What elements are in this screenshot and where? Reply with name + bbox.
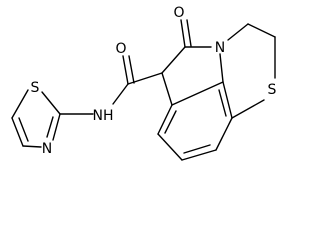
atom-label-thiazole-sulfur: S	[31, 80, 40, 96]
atom-label-lactam-oxygen: O	[173, 5, 184, 21]
bond-thz-c4-n	[22, 145, 42, 148]
bond-c7a-c9a	[171, 81, 224, 106]
bond-lactam-co-1	[180, 19, 186, 48]
bond-c7-c7a	[157, 104, 173, 135]
bond-c5-c6-inner	[183, 144, 211, 154]
bond-c9a-c4a-inner	[218, 89, 227, 117]
bond-c1-c7a	[161, 72, 173, 106]
bond-n-c9a	[219, 53, 224, 83]
atom-label-thioether-sulfur: S	[268, 82, 277, 98]
bond-n-c3	[227, 23, 249, 41]
bond-c4a-c5	[215, 117, 233, 151]
bond-thz-s-c5	[11, 89, 29, 119]
bond-c2-c1	[161, 46, 186, 74]
bond-lactam-co-2	[186, 19, 192, 47]
bonds	[11, 19, 276, 161]
bond-camide-n	[112, 83, 129, 105]
bond-thz-n-c2-inner	[46, 116, 54, 138]
atom-label-ring-nitrogen: N	[215, 40, 225, 56]
bond-thz-c2-s	[41, 91, 61, 115]
bond-c5-c6	[181, 149, 217, 161]
atom-label-thiazole-nitrogen: N	[42, 141, 52, 157]
bond-s-c4a	[231, 99, 265, 119]
atom-label-amide-nh: NH	[93, 108, 114, 124]
chemical-structure-diagram: O N S O NH S N	[11, 5, 277, 161]
bond-c9a-c4a	[222, 81, 233, 119]
structure-svg: O N S O NH S N	[11, 5, 277, 161]
bond-thz-c5-c4	[11, 117, 24, 147]
atom-labels: O N S O NH S N	[31, 5, 277, 157]
bond-amide-co-2	[128, 55, 135, 84]
bond-c6-c7	[157, 133, 183, 161]
bond-c3-c4	[247, 23, 276, 38]
bond-amide-co-1	[122, 55, 129, 85]
bond-thz-n-c2	[52, 113, 61, 141]
atom-label-amide-oxygen: O	[115, 41, 126, 57]
bond-thz-c5-c4-inner	[18, 117, 29, 142]
bond-c7-c7a-inner	[164, 110, 177, 134]
